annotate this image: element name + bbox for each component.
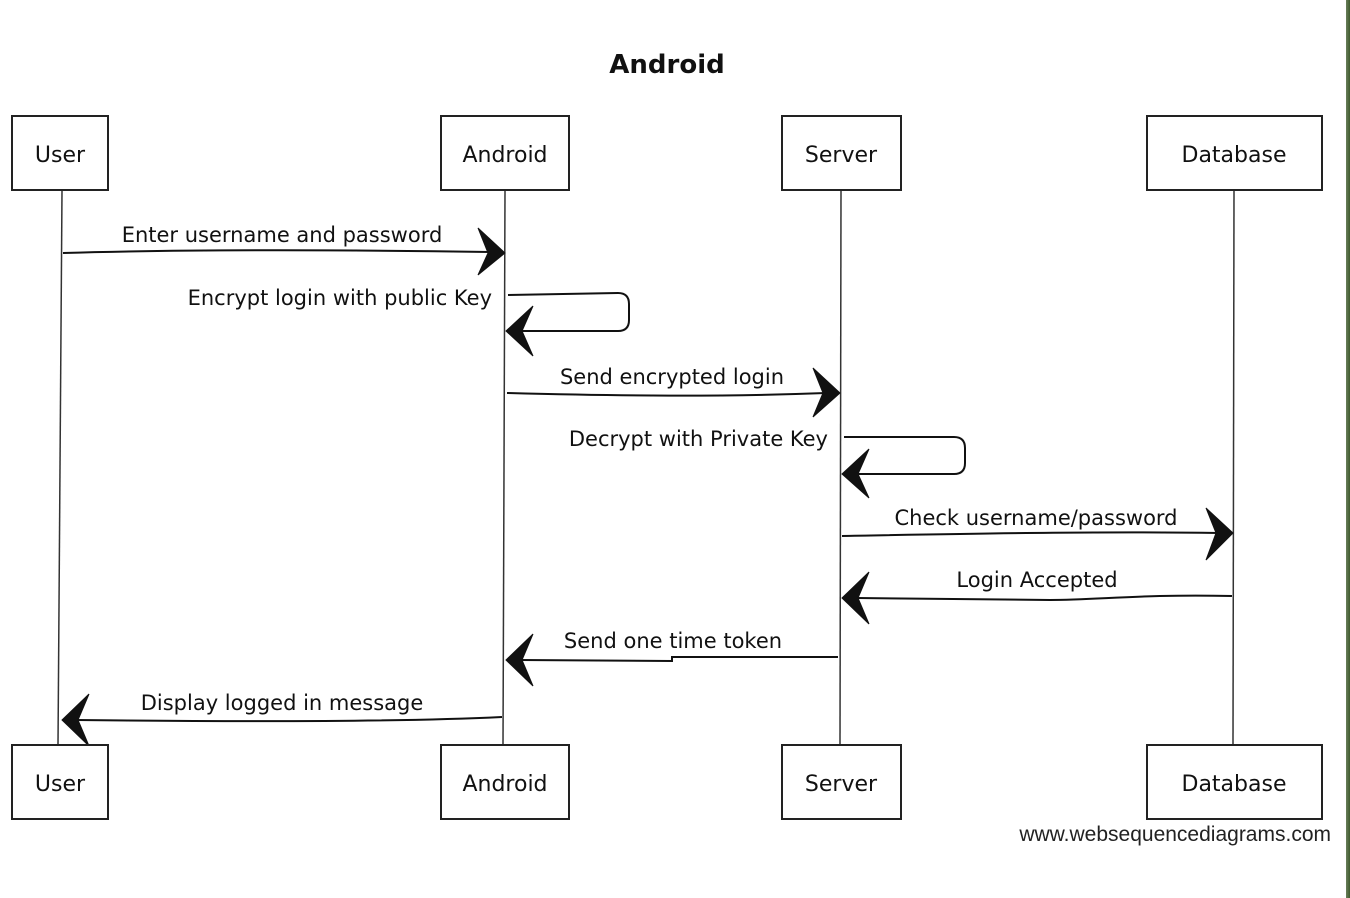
arrowhead-right-icon (812, 367, 841, 418)
message-label: Display logged in message (141, 691, 424, 715)
arrowhead-left-icon (841, 571, 870, 625)
lifeline-server (839, 190, 842, 746)
message-check-credentials: Check username/password (841, 506, 1234, 561)
diagram-title: Android (609, 50, 724, 80)
window-edge (1346, 0, 1350, 898)
arrowhead-left-icon (841, 448, 870, 499)
participant-label: User (35, 772, 86, 797)
participant-label: Android (462, 772, 547, 797)
message-decrypt-private-key: Decrypt with Private Key (569, 427, 966, 499)
message-login-accepted: Login Accepted (841, 568, 1233, 625)
participant-user-top: User (11, 115, 109, 191)
participant-label: User (35, 143, 86, 168)
participant-label: Server (805, 772, 878, 797)
participant-database-top: Database (1146, 115, 1323, 191)
lifeline-user (57, 190, 63, 746)
message-label: Decrypt with Private Key (569, 427, 828, 451)
lifeline-database (1232, 190, 1235, 746)
message-label: Check username/password (894, 506, 1177, 530)
lifeline-android (502, 190, 506, 746)
message-label: Login Accepted (956, 568, 1117, 592)
message-label: Send one time token (564, 629, 782, 653)
message-encrypt-login: Encrypt login with public Key (188, 286, 630, 357)
participant-label: Android (462, 143, 547, 168)
arrowhead-right-icon (1205, 507, 1234, 561)
participant-android-bottom: Android (440, 744, 570, 820)
participant-database-bottom: Database (1146, 744, 1323, 820)
message-enter-credentials: Enter username and password (62, 223, 506, 276)
participant-label: Server (805, 143, 878, 168)
participant-android-top: Android (440, 115, 570, 191)
message-send-encrypted-login: Send encrypted login (506, 365, 841, 418)
participant-user-bottom: User (11, 744, 109, 820)
message-label: Send encrypted login (560, 365, 784, 389)
arrowhead-left-icon (505, 633, 534, 687)
watermark-text: www.websequencediagrams.com (1018, 823, 1331, 846)
arrowhead-left-icon (505, 305, 534, 357)
participant-server-bottom: Server (781, 744, 902, 820)
message-send-token: Send one time token (505, 629, 838, 687)
message-label: Enter username and password (122, 223, 443, 247)
participant-server-top: Server (781, 115, 902, 191)
participant-label: Database (1182, 143, 1287, 168)
participant-label: Database (1182, 772, 1287, 797)
message-label: Encrypt login with public Key (188, 286, 492, 310)
arrowhead-right-icon (477, 227, 506, 276)
message-display-logged-in: Display logged in message (61, 691, 503, 747)
